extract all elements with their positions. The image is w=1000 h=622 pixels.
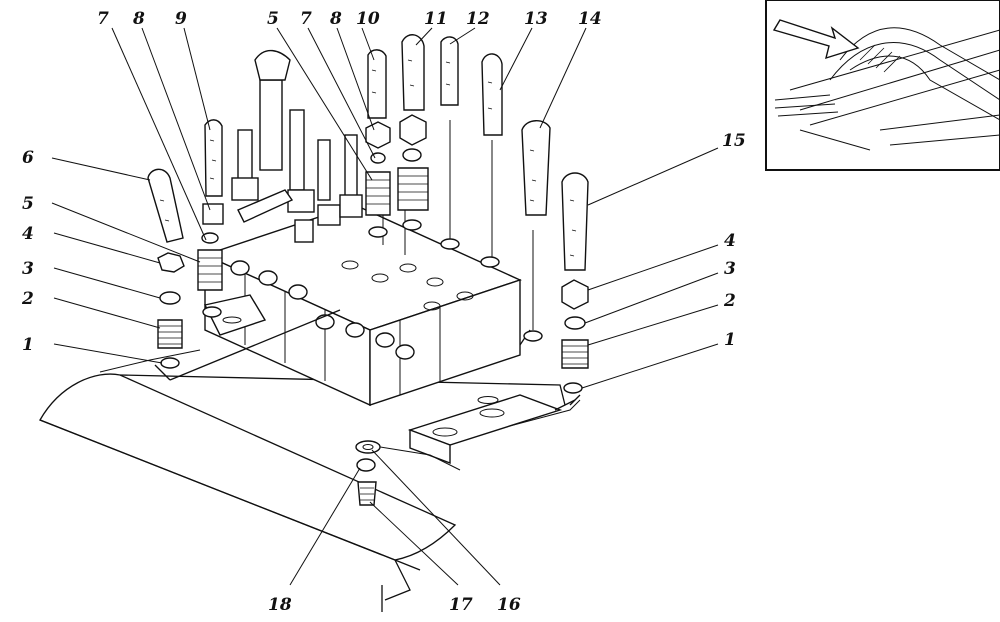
pipe-12 <box>440 36 459 106</box>
inset-view <box>765 0 1000 171</box>
left-union-2 <box>157 319 183 349</box>
callout-2-left: 2 <box>21 289 34 309</box>
callout-8-center: 8 <box>329 9 342 29</box>
callout-labels: 1 2 3 4 5 6 7 8 9 5 7 8 10 11 12 13 14 1… <box>21 9 746 615</box>
callout-4-left: 4 <box>22 224 34 244</box>
callout-7-center: 7 <box>300 9 312 29</box>
callout-1-right: 1 <box>724 330 736 350</box>
center-pipe-11 <box>401 34 425 111</box>
callout-3-right: 3 <box>724 259 736 279</box>
callout-9: 9 <box>175 9 187 29</box>
center-ferrule-7 <box>370 152 386 164</box>
inset-pointer-arrow <box>772 19 860 60</box>
right-ferrule-3 <box>564 316 586 330</box>
pipe-13 <box>481 53 503 136</box>
callout-18: 18 <box>268 595 292 615</box>
left-nut-8 <box>202 203 224 225</box>
callout-2-right: 2 <box>723 291 736 311</box>
callout-17: 17 <box>449 595 473 615</box>
right-pipes <box>440 36 589 342</box>
callout-11: 11 <box>424 9 448 29</box>
washer-16 <box>355 440 381 454</box>
center-fitting-stack <box>365 34 429 238</box>
bolt-17 <box>357 481 377 506</box>
callout-5-center: 5 <box>267 9 279 29</box>
callout-1-left: 1 <box>22 335 34 355</box>
callout-15: 15 <box>722 131 746 151</box>
bottom-fasteners <box>355 440 381 506</box>
callout-4-right: 4 <box>724 231 736 251</box>
callout-14: 14 <box>578 9 602 29</box>
pipe-15 <box>561 172 589 271</box>
right-o-ring-1 <box>563 382 583 394</box>
left-fitting-stack <box>147 119 224 369</box>
right-fitting-stack <box>561 279 589 394</box>
right-nut-4 <box>561 279 589 310</box>
left-o-ring-1 <box>160 357 180 369</box>
assembly-guides <box>154 120 581 471</box>
callout-3-left: 3 <box>22 259 34 279</box>
center-nut-11 <box>399 114 427 146</box>
left-ferrule-3 <box>159 291 181 305</box>
lever-eyes <box>230 260 415 360</box>
left-fitting-7 <box>201 232 219 244</box>
callout-12: 12 <box>466 9 490 29</box>
right-union-2 <box>561 339 589 369</box>
left-nut-4 <box>157 252 185 273</box>
callout-7-left: 7 <box>97 9 109 29</box>
frame-beam <box>39 349 581 612</box>
callout-5-left: 5 <box>22 194 34 214</box>
left-pipe-6 <box>147 168 184 243</box>
center-pipe-10 <box>367 49 387 119</box>
rear-pipes <box>231 49 363 243</box>
callout-10: 10 <box>356 9 380 29</box>
callout-13: 13 <box>524 9 548 29</box>
callout-16: 16 <box>497 595 521 615</box>
left-pipe-9 <box>204 119 223 197</box>
pipe-14 <box>521 120 551 216</box>
mounting-plate <box>407 394 563 465</box>
callout-6: 6 <box>22 148 34 168</box>
center-fitting-5 <box>365 171 391 216</box>
center-nut-8 <box>365 121 391 149</box>
washer-18 <box>356 458 376 472</box>
valve-block <box>203 204 522 407</box>
leader-lines <box>51 27 719 586</box>
callout-8-left: 8 <box>132 9 145 29</box>
left-fitting-5 <box>197 249 223 291</box>
